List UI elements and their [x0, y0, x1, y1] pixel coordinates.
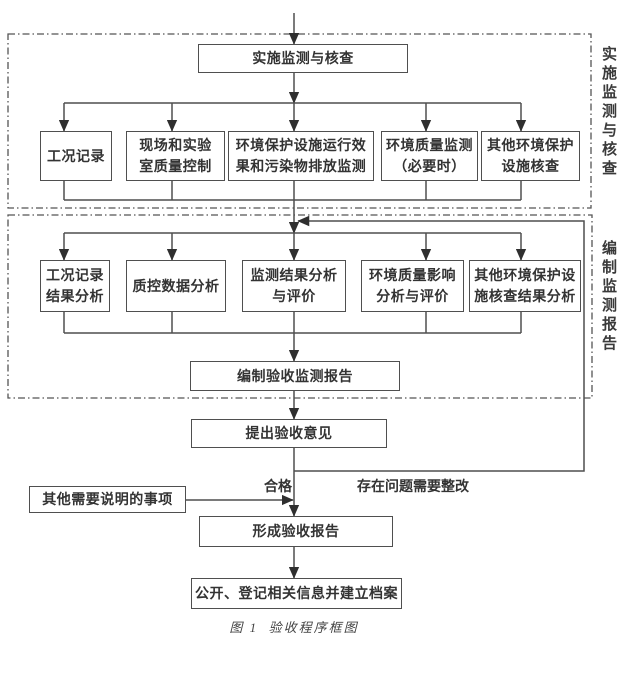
node-site-lab-quality-control: 现场和实验 室质量控制 [126, 131, 225, 181]
node-label: 公开、登记相关信息并建立档案 [195, 585, 398, 601]
node-label: 环境保护设施运行效 [235, 137, 367, 153]
node-label: 环境质量监测 [386, 137, 473, 153]
section1-side-label: 实施监测与核查 [600, 46, 617, 179]
node-compile-acceptance-monitoring-report: 编制验收监测报告 [190, 361, 400, 391]
node-label: 提出验收意见 [245, 425, 333, 441]
node-label: 编制验收监测报告 [237, 367, 353, 384]
node-label: 监测结果分析 [250, 267, 338, 283]
section1-dashed-frame [7, 33, 592, 209]
node-label: 工况记录 [46, 267, 104, 283]
node-label: 其他环境保护设 [474, 267, 576, 283]
node-env-quality-impact-evaluation: 环境质量影响 分析与评价 [361, 260, 464, 312]
node-monitoring-result-evaluation: 监测结果分析 与评价 [242, 260, 346, 312]
node-qc-data-analysis: 质控数据分析 [126, 260, 226, 312]
node-label: 实施监测与核查 [252, 50, 354, 66]
node-label: 分析与评价 [376, 288, 449, 304]
flow-arrows [58, 13, 585, 579]
branch-label-pass: 合格 [264, 478, 292, 494]
node-other-facility-check-result-analysis: 其他环境保护设 施核查结果分析 [469, 260, 581, 312]
node-label: 工况记录 [47, 147, 105, 164]
node-publish-register-archive: 公开、登记相关信息并建立档案 [191, 578, 402, 609]
node-facility-operation-emission-monitoring: 环境保护设施运行效 果和污染物排放监测 [228, 131, 374, 181]
node-label: 其他环境保护 [487, 137, 574, 153]
branch-label-rework: 存在问题需要整改 [357, 478, 469, 494]
node-environmental-quality-monitoring: 环境质量监测 （必要时） [381, 131, 478, 181]
node-propose-acceptance-opinion: 提出验收意见 [191, 419, 387, 448]
node-other-facility-check: 其他环境保护 设施核查 [481, 131, 580, 181]
node-other-matters-to-explain: 其他需要说明的事项 [29, 486, 186, 513]
node-implement-monitoring-check: 实施监测与核查 [198, 44, 408, 73]
section2-dashed-frame [7, 214, 593, 399]
node-label: 质控数据分析 [132, 277, 220, 294]
node-label: 施核查结果分析 [474, 288, 576, 304]
node-label: （必要时） [393, 158, 466, 174]
section2-side-label: 编制监测报告 [600, 240, 617, 354]
node-label: 与评价 [272, 288, 316, 304]
node-condition-record-result-analysis: 工况记录 结果分析 [40, 260, 110, 312]
node-label: 环境质量影响 [369, 267, 456, 283]
node-label: 结果分析 [46, 288, 104, 304]
node-label: 果和污染物排放监测 [235, 158, 367, 174]
node-operating-condition-record: 工况记录 [40, 131, 112, 181]
node-label: 室质量控制 [139, 158, 212, 174]
node-label: 其他需要说明的事项 [42, 491, 173, 507]
node-label: 现场和实验 [139, 137, 212, 153]
node-form-acceptance-report: 形成验收报告 [199, 516, 393, 547]
figure-caption: 图 1 验收程序框图 [229, 620, 359, 635]
node-label: 形成验收报告 [252, 523, 340, 539]
node-label: 设施核查 [501, 158, 560, 174]
